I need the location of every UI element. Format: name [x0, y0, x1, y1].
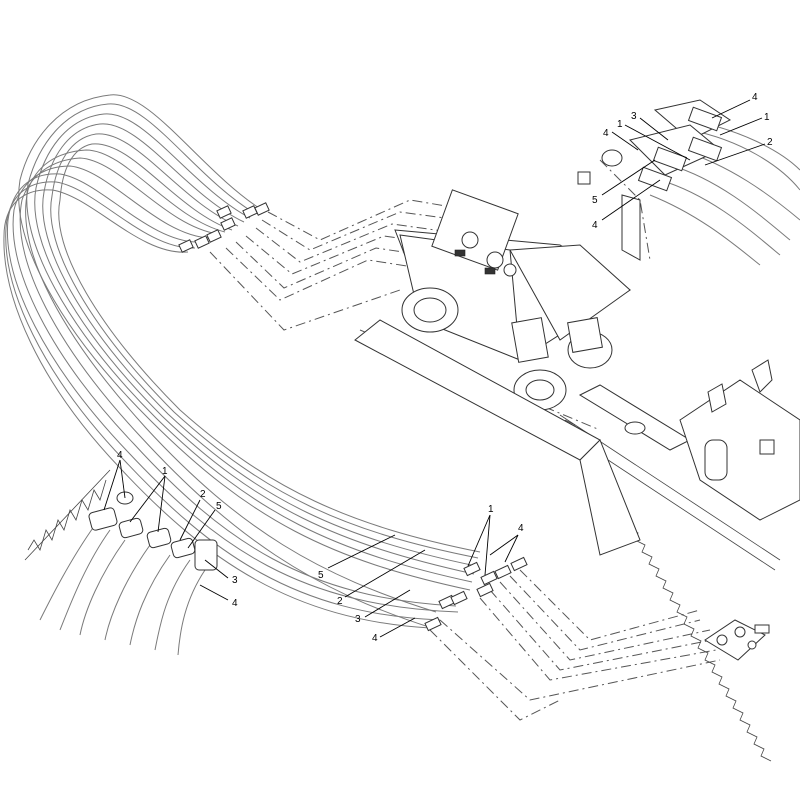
center-hose-fittings: [424, 556, 528, 632]
callout-center-4a: 4: [518, 523, 524, 534]
detail-view-lower-left: [24, 469, 218, 656]
callout-center-2: 2: [337, 596, 343, 607]
callout-center-1: 1: [488, 504, 494, 515]
callout-upper-right-1a: 1: [764, 112, 770, 123]
callout-lower-left-4a: 4: [117, 450, 123, 461]
leader-lines: [103, 99, 766, 638]
callout-lower-left-1: 1: [162, 466, 168, 477]
frame-plates: [354, 319, 800, 556]
callout-upper-right-1b: 1: [617, 119, 623, 130]
callout-lower-left-4b: 4: [232, 598, 238, 609]
callout-upper-right-2: 2: [767, 137, 773, 148]
callout-center-5: 5: [318, 570, 324, 581]
callout-upper-right-5: 5: [592, 195, 598, 206]
callout-center-3: 3: [355, 614, 361, 625]
bottom-right-manifold: [704, 619, 770, 661]
hose-bundle: [3, 94, 481, 629]
hose-end-fittings-upper: [178, 202, 270, 253]
callout-upper-right-4c: 4: [592, 220, 598, 231]
callout-center-4b: 4: [372, 633, 378, 644]
callout-lower-left-2: 2: [200, 489, 206, 500]
callout-lower-left-3: 3: [232, 575, 238, 586]
callouts: 4 1 3 4 1 2 5 4 4 1 2 5 3 4 1 4 5 2 3 4: [117, 92, 773, 644]
callout-upper-right-4b: 4: [603, 128, 609, 139]
callout-upper-right-3: 3: [631, 111, 637, 122]
callout-lower-left-5: 5: [216, 501, 222, 512]
detail-view-upper-right: [577, 99, 800, 266]
callout-upper-right-4a: 4: [752, 92, 758, 103]
